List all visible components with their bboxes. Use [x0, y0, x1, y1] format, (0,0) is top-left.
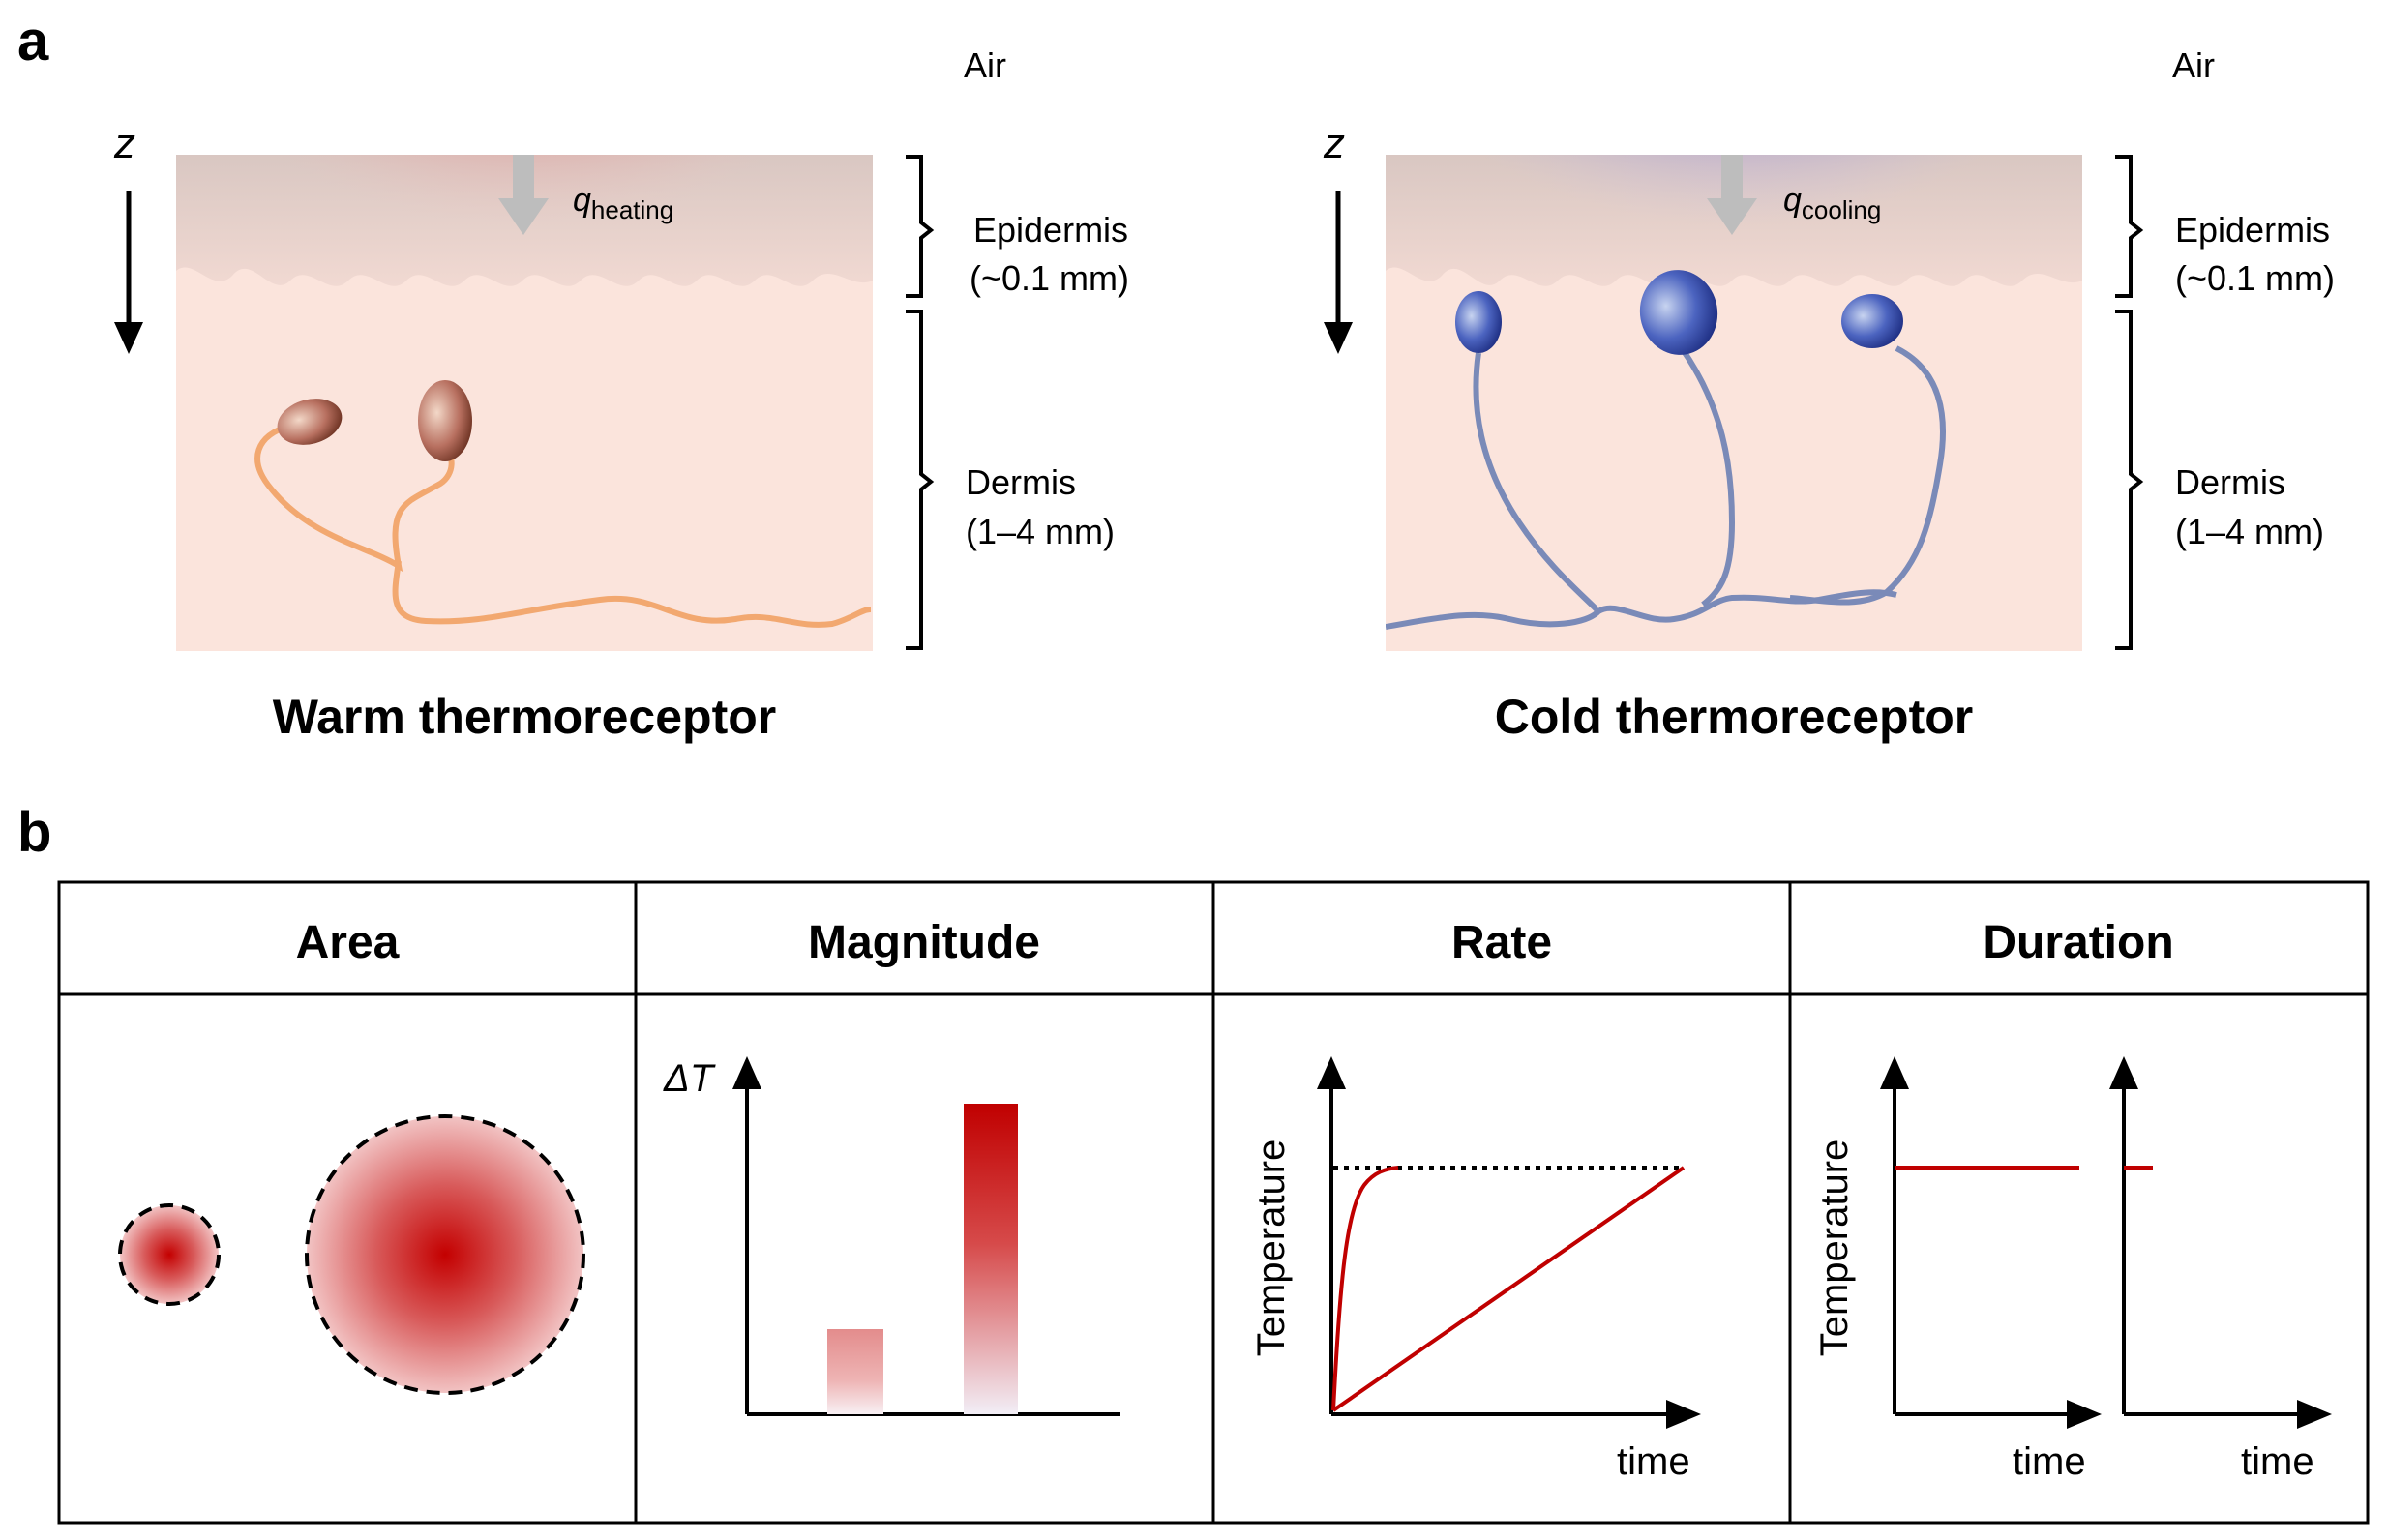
warm-layer-brackets — [906, 155, 935, 650]
warm-air-label: Air — [964, 45, 1006, 85]
cold-epidermis-label: Epidermis — [2175, 210, 2330, 250]
parameter-table — [57, 880, 2370, 1525]
cold-receptor-2 — [1639, 270, 1718, 355]
cold-receptor-3 — [1841, 294, 1903, 348]
duration-xlabel-1: time — [2013, 1440, 2086, 1483]
warm-receptor-1 — [277, 399, 343, 445]
cold-receptor-1 — [1455, 291, 1502, 353]
panel-b-label: b — [17, 801, 51, 864]
warm-depth-arrow — [114, 191, 143, 354]
duration-ylabel: Temperature — [1813, 1140, 1856, 1357]
large-area-spot — [305, 1114, 585, 1395]
cold-air-label: Air — [2172, 45, 2215, 85]
duration-axes-2 — [2109, 1056, 2332, 1429]
duration-xlabel-2: time — [2241, 1440, 2314, 1483]
small-magnitude-bar — [827, 1329, 883, 1414]
rate-ylabel: Temperature — [1250, 1140, 1293, 1357]
rate-xlabel: time — [1617, 1440, 1690, 1483]
warm-skin-diagram — [176, 155, 873, 651]
heating-flux-arrow — [498, 155, 549, 235]
cold-dermis-depth: (1–4 mm) — [2175, 512, 2324, 551]
header-duration: Duration — [1983, 917, 2173, 968]
warm-epidermis-label: Epidermis — [973, 210, 1128, 250]
small-area-spot — [118, 1203, 221, 1306]
cold-distribution — [1386, 155, 2082, 455]
panel-a-label: a — [17, 10, 49, 73]
warm-dermis-label: Dermis — [966, 462, 1076, 502]
fast-rate-curve — [1331, 1166, 1399, 1411]
cold-layer-brackets — [2115, 155, 2144, 650]
cooling-flux-label: qcooling — [1783, 182, 1881, 224]
warm-title: Warm thermoreceptor — [273, 690, 776, 744]
duration-axes-1 — [1880, 1056, 2102, 1429]
header-area: Area — [296, 917, 400, 968]
warm-dermis-depth: (1–4 mm) — [966, 512, 1115, 551]
slow-rate-line — [1331, 1166, 1686, 1412]
cold-depth-arrow — [1324, 191, 1353, 354]
large-magnitude-bar — [964, 1104, 1018, 1414]
cold-epidermis-depth: (~0.1 mm) — [2175, 258, 2335, 298]
warm-receptor-2 — [418, 380, 472, 461]
warm-epidermis-depth: (~0.1 mm) — [970, 258, 1129, 298]
heat-distribution — [176, 155, 873, 455]
cold-dermis-label: Dermis — [2175, 462, 2285, 502]
cooling-flux-arrow — [1707, 155, 1757, 235]
rate-axes — [1317, 1056, 1701, 1429]
magnitude-axis-label: ΔT — [663, 1057, 716, 1100]
header-magnitude: Magnitude — [808, 917, 1040, 968]
cold-skin-diagram — [1386, 155, 2082, 651]
heating-flux-label: qheating — [573, 182, 673, 224]
cold-z-label: z — [1323, 120, 1345, 167]
magnitude-axes — [732, 1056, 1120, 1416]
warm-z-label: z — [113, 120, 135, 167]
header-rate: Rate — [1451, 917, 1552, 968]
cold-title: Cold thermoreceptor — [1495, 690, 1974, 744]
